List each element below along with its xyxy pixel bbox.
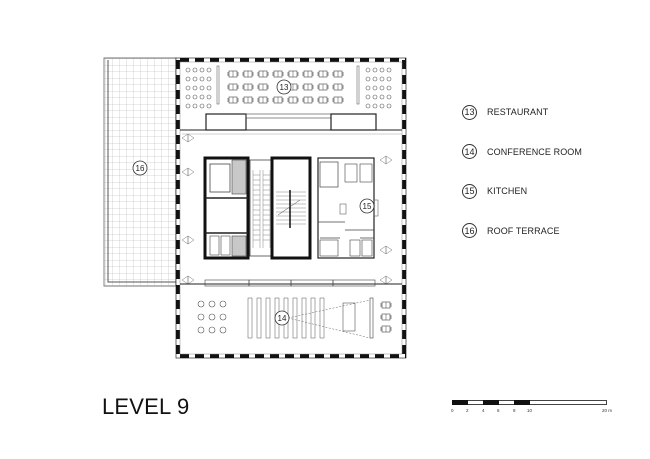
scale-tick: 8 — [513, 408, 516, 413]
scale-tick: 2 — [466, 408, 469, 413]
restaurant-area — [180, 65, 402, 135]
plan-markers: 13 16 15 14 — [132, 79, 375, 326]
legend-label: ROOF TERRACE — [487, 225, 560, 236]
scale-tick: 10 — [527, 408, 533, 413]
scale-segment — [452, 400, 468, 405]
core — [203, 156, 312, 260]
legend-number: 15 — [462, 183, 477, 199]
legend-item-kitchen: 15 KITCHEN — [462, 181, 632, 201]
legend-number: 13 — [462, 104, 477, 120]
legend-label: RESTAURANT — [487, 107, 549, 117]
legend-item-roof-terrace: 16 ROOF TERRACE — [462, 221, 632, 241]
legend-number: 14 — [462, 144, 477, 159]
scale-bar-frame — [452, 400, 607, 405]
svg-text:13: 13 — [280, 83, 289, 92]
doors — [181, 133, 393, 285]
conference-area — [180, 279, 402, 339]
scale-tick: 20 m — [602, 408, 613, 413]
svg-text:16: 16 — [136, 164, 145, 173]
scale-segment — [514, 400, 530, 405]
legend-label: KITCHEN — [487, 186, 528, 196]
scale-bar: 0 2 4 6 8 10 20 m — [451, 400, 613, 422]
svg-text:15: 15 — [363, 202, 372, 211]
legend-item-restaurant: 13 RESTAURANT — [462, 102, 632, 122]
legend-number: 16 — [462, 223, 477, 238]
scale-tick: 4 — [482, 408, 485, 413]
legend-label: CONFERENCE ROOM — [487, 146, 583, 157]
svg-text:14: 14 — [278, 314, 287, 323]
scale-tick: 0 — [451, 408, 454, 413]
legend: 13 RESTAURANT 14 CONFERENCE ROOM 15 KITC… — [462, 102, 632, 260]
legend-item-conference-room: 14 CONFERENCE ROOM — [462, 142, 632, 162]
scale-segment — [483, 400, 499, 405]
scale-tick: 6 — [497, 408, 500, 413]
drawing-title: LEVEL 9 — [102, 394, 190, 419]
